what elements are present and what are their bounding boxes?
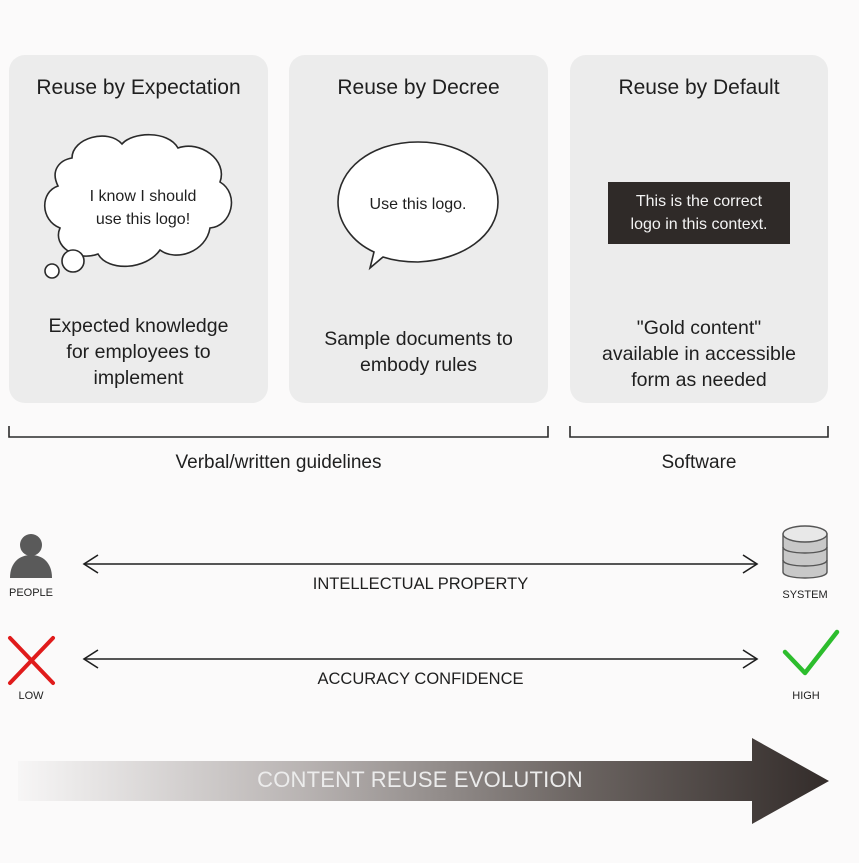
label-people: PEOPLE xyxy=(8,587,54,599)
card-description: Expected knowledge for employees to impl… xyxy=(48,315,229,389)
bracket-left xyxy=(8,426,549,438)
axis-label-ip: INTELLECTUAL PROPERTY xyxy=(312,575,529,593)
label-high: HIGH xyxy=(792,690,820,702)
bracket-right xyxy=(569,426,829,438)
card-title: Reuse by Default xyxy=(618,76,780,99)
label-system: SYSTEM xyxy=(782,589,828,601)
evolution-arrow xyxy=(18,738,829,824)
evolution-label: CONTENT REUSE EVOLUTION xyxy=(257,767,583,792)
group-label-guidelines: Verbal/written guidelines xyxy=(175,452,382,473)
thought-bubble-text: I know I should use this logo! xyxy=(89,188,197,228)
person-icon xyxy=(10,534,52,578)
card-description: Sample documents to embody rules xyxy=(324,328,513,376)
check-icon xyxy=(782,629,840,676)
label-low: LOW xyxy=(18,690,44,702)
card-title: Reuse by Decree xyxy=(337,76,500,99)
double-arrow-accuracy xyxy=(82,649,759,669)
axis-label-accuracy: ACCURACY CONFIDENCE xyxy=(317,670,524,688)
correct-logo-box: This is the correct logo in this context… xyxy=(608,182,790,244)
card-title: Reuse by Expectation xyxy=(36,76,241,99)
group-label-software: Software xyxy=(661,452,737,473)
card-expectation: Reuse by Expectation Expected knowledge … xyxy=(9,55,268,403)
double-arrow-ip xyxy=(82,554,759,574)
speech-bubble-text: Use this logo. xyxy=(369,196,467,213)
card-decree: Reuse by Decree Sample documents to embo… xyxy=(289,55,548,403)
cross-icon xyxy=(8,636,55,685)
database-icon xyxy=(782,525,828,579)
card-description: "Gold content" available in accessible f… xyxy=(601,317,797,391)
